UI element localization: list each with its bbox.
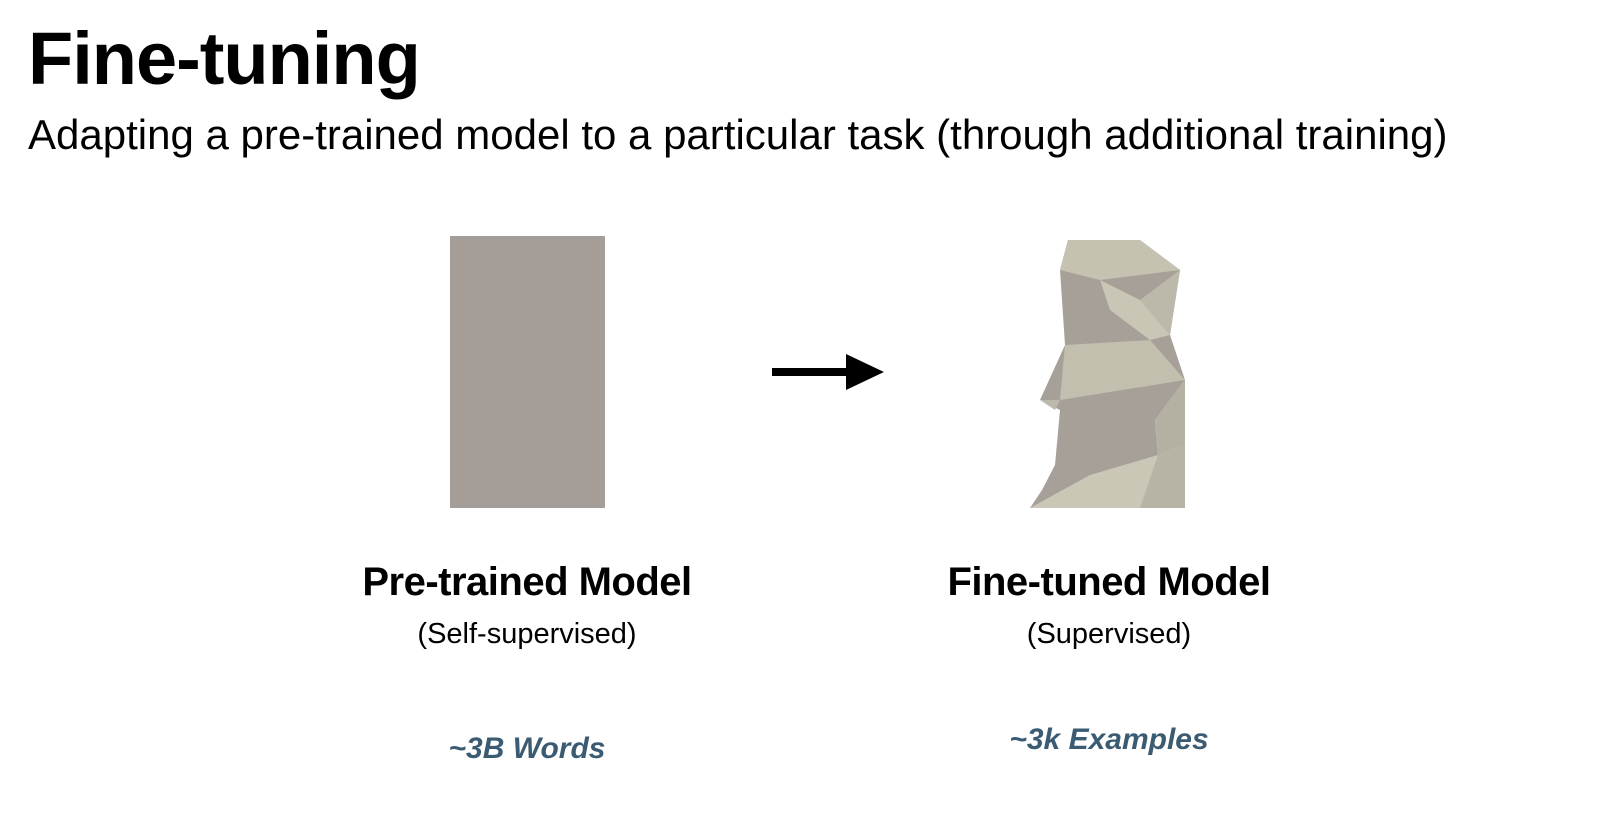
finetuned-model-type: (Supervised) <box>1026 618 1192 650</box>
slide-subtitle: Adapting a pre-trained model to a partic… <box>28 111 1448 158</box>
pretrained-data-size: ~3B Words <box>448 732 606 765</box>
finetuned-data-size: ~3k Examples <box>1009 723 1209 756</box>
finetuned-model-name: Fine-tuned Model <box>947 560 1271 604</box>
carved-sculpture-icon <box>1030 240 1185 508</box>
pretrained-model-name: Pre-trained Model <box>362 560 692 604</box>
slide-title: Fine-tuning <box>28 17 421 100</box>
right-arrow-icon <box>772 354 884 390</box>
uncarved-block-icon <box>450 236 605 508</box>
pretrained-model-type: (Self-supervised) <box>417 618 637 650</box>
